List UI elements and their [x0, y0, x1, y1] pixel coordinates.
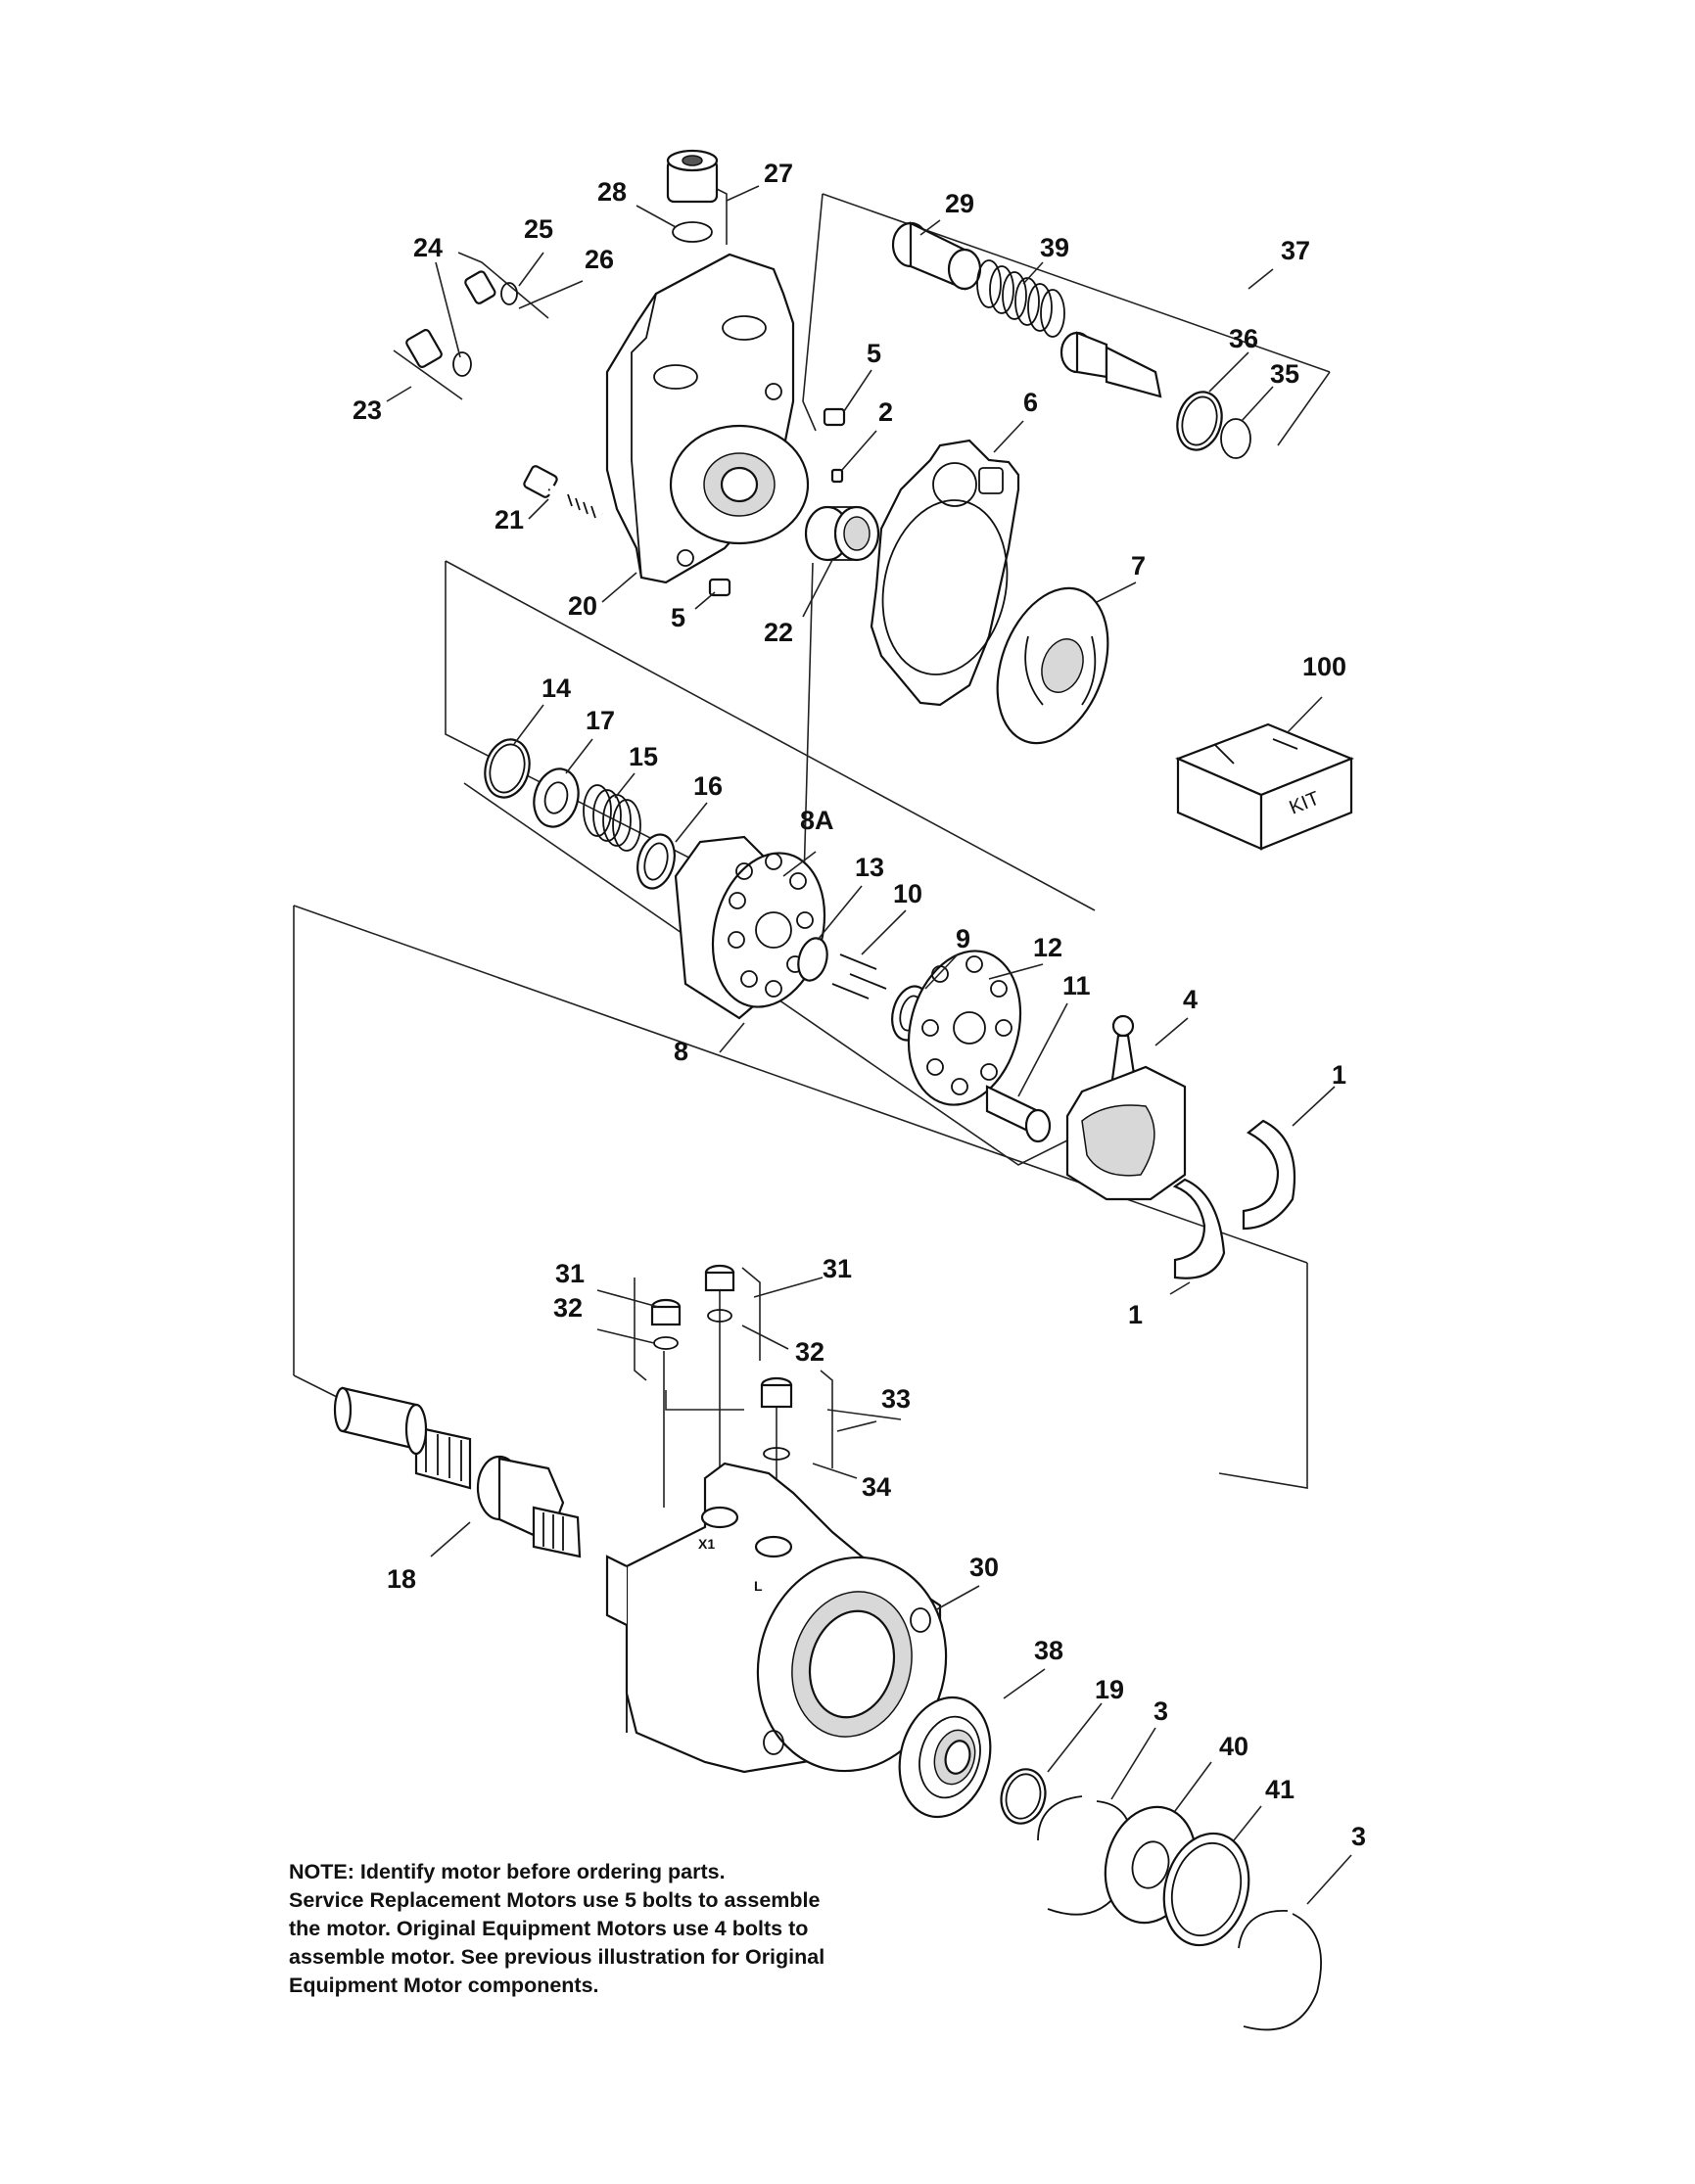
swashplate-4	[1065, 1014, 1187, 1201]
washer-41	[1162, 1832, 1250, 1947]
oring-36	[1176, 391, 1223, 451]
callout-11: 11	[1062, 971, 1091, 1000]
callout-100: 100	[1302, 652, 1346, 681]
retainer-plate-12	[907, 950, 1022, 1106]
needle-bearing-22	[804, 505, 880, 562]
callout-3-upper: 3	[1154, 1696, 1168, 1726]
callout-23: 23	[353, 395, 382, 425]
callout-5-top: 5	[867, 339, 881, 368]
callout-25: 25	[524, 214, 553, 244]
callout-38: 38	[1034, 1636, 1063, 1665]
swash-bearing-1-upper	[1242, 1119, 1296, 1231]
pin-5-bottom	[708, 578, 731, 597]
svg-text:X1: X1	[698, 1536, 715, 1552]
callout-18: 18	[387, 1564, 416, 1594]
callout-24: 24	[413, 233, 443, 262]
spring-39	[976, 259, 1065, 338]
washer-16	[636, 833, 676, 890]
callout-29: 29	[945, 189, 974, 218]
callout-19: 19	[1095, 1675, 1124, 1704]
callout-36: 36	[1229, 324, 1258, 353]
swash-bearing-1-lower	[1172, 1178, 1226, 1279]
callout-20: 20	[568, 591, 597, 621]
washer-17	[533, 767, 580, 828]
pin-5-top	[823, 407, 846, 427]
ordering-note: NOTE: Identify motor before ordering par…	[289, 1858, 994, 2000]
callout-8: 8	[674, 1037, 688, 1066]
callout-37: 37	[1281, 236, 1310, 265]
valve-plate-7	[996, 586, 1109, 745]
note-line-5: Equipment Motor components.	[289, 1974, 599, 1997]
spring-15	[583, 784, 641, 852]
callout-41: 41	[1265, 1775, 1295, 1804]
callout-40: 40	[1219, 1732, 1248, 1761]
plug-25	[464, 270, 518, 305]
plug-33	[760, 1376, 793, 1461]
piston-37	[1059, 331, 1162, 398]
callout-39: 39	[1040, 233, 1069, 262]
callout-9: 9	[956, 924, 970, 953]
callout-22: 22	[764, 618, 793, 647]
callout-34: 34	[862, 1472, 891, 1502]
end-cap-housing	[605, 253, 810, 584]
plug-23	[405, 329, 472, 377]
note-line-3: the motor. Original Equipment Motors use…	[289, 1917, 809, 1940]
plug-31-left	[650, 1298, 682, 1350]
callout-4: 4	[1183, 985, 1198, 1014]
callout-28: 28	[597, 177, 627, 207]
snap-ring-19	[1000, 1768, 1047, 1825]
callout-12: 12	[1033, 933, 1062, 962]
callout-31-left: 31	[555, 1259, 585, 1288]
callout-13: 13	[855, 853, 884, 882]
gasket-6	[870, 439, 1020, 707]
plug-31-right	[704, 1264, 735, 1323]
callout-14: 14	[541, 674, 571, 703]
callout-27: 27	[764, 159, 793, 188]
callout-16: 16	[693, 771, 723, 801]
note-line-4: assemble motor. See previous illustratio…	[289, 1945, 825, 1969]
spool-29	[891, 221, 982, 291]
callout-32-right: 32	[795, 1337, 824, 1367]
callout-7: 7	[1131, 551, 1146, 581]
cylinder-block-8A	[674, 835, 826, 1020]
callout-15: 15	[629, 742, 658, 771]
plug-28	[666, 149, 719, 243]
svg-text:L: L	[754, 1578, 763, 1594]
callout-3-lower: 3	[1351, 1822, 1366, 1851]
callout-32-left: 32	[553, 1293, 583, 1323]
callout-10: 10	[893, 879, 922, 908]
callout-5-bottom: 5	[671, 603, 685, 632]
motor-housing-30: X1 L	[605, 1462, 948, 1774]
note-line-1: NOTE: Identify motor before ordering par…	[289, 1860, 726, 1883]
callout-30: 30	[969, 1553, 999, 1582]
disc-35	[1220, 418, 1251, 459]
piston-11	[985, 1085, 1052, 1143]
callout-1-upper: 1	[1332, 1060, 1346, 1090]
callout-8A: 8A	[800, 806, 834, 835]
oring-14	[484, 738, 531, 799]
retaining-ring-3-lower	[1238, 1910, 1322, 2031]
callout-26: 26	[585, 245, 614, 274]
callout-35: 35	[1270, 359, 1299, 389]
callout-21: 21	[494, 505, 524, 534]
bearing-38	[898, 1696, 992, 1819]
callout-33: 33	[881, 1384, 911, 1414]
drive-shaft-18	[333, 1386, 582, 1558]
callout-2: 2	[878, 397, 893, 427]
callout-1-lower: 1	[1128, 1300, 1143, 1329]
kit-box: KIT	[1175, 722, 1354, 851]
callout-6: 6	[1023, 388, 1038, 417]
pin-2	[830, 468, 844, 484]
callout-17: 17	[586, 706, 615, 735]
note-line-2: Service Replacement Motors use 5 bolts t…	[289, 1888, 821, 1912]
pins-10	[831, 953, 887, 999]
leader-lines	[386, 185, 1352, 1905]
bolt-21	[523, 465, 605, 519]
callout-31-right: 31	[823, 1254, 852, 1283]
callout-labels: 27 28 29 39 37 25 24 26 36 35 5 23 6 2 2…	[353, 159, 1366, 1851]
